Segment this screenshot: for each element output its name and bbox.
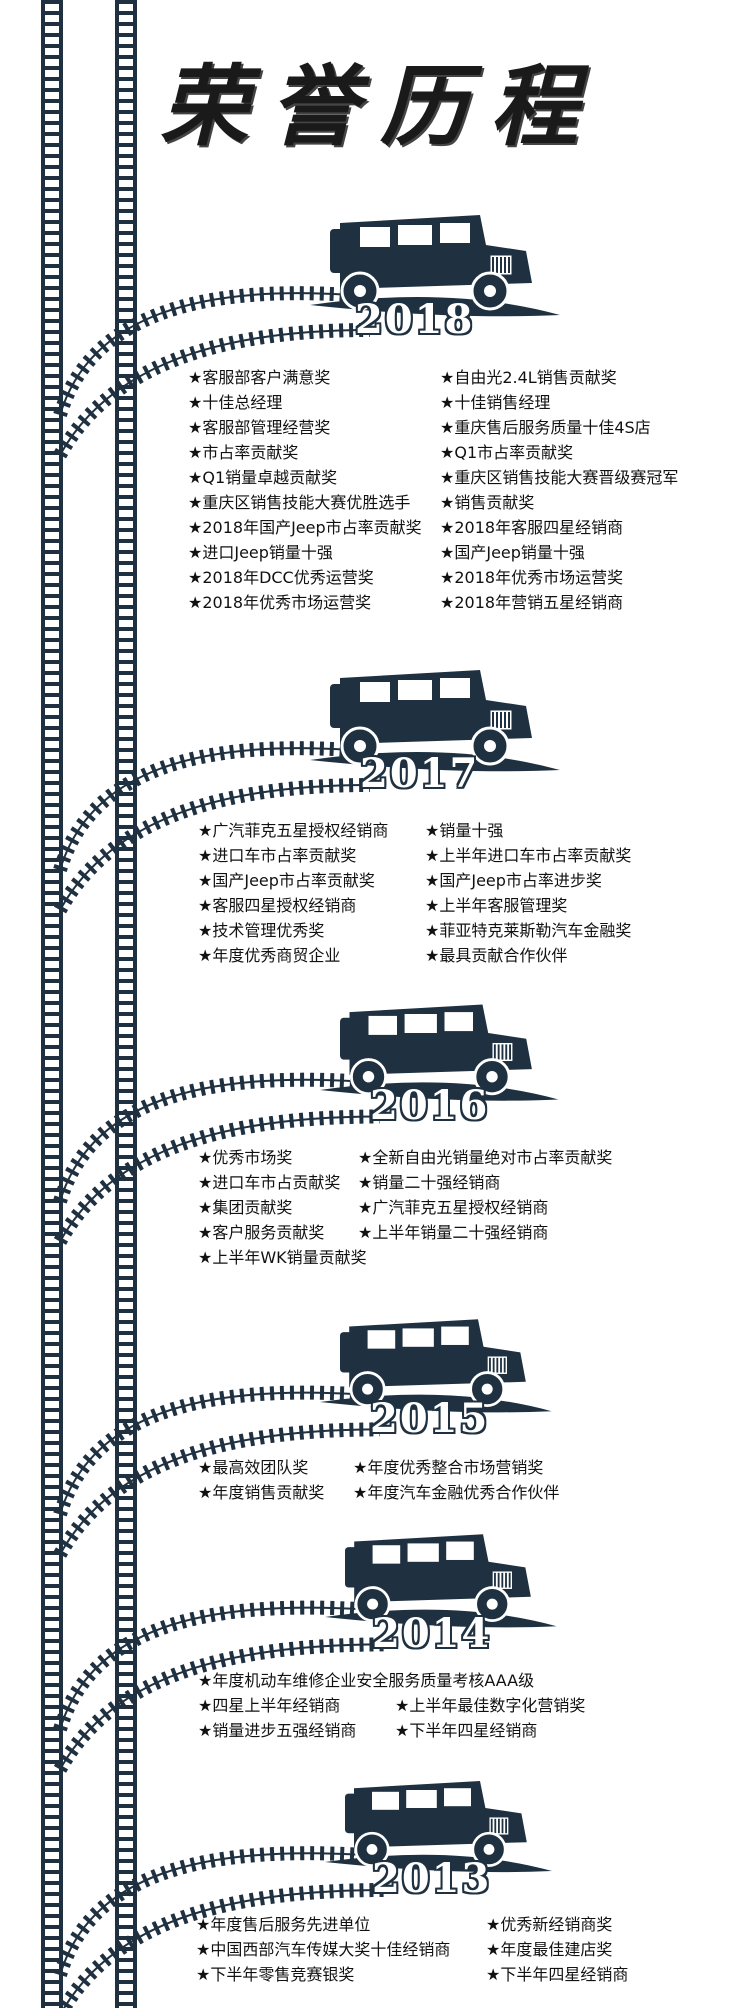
jeep-icon (345, 1781, 527, 1867)
award-item: ★中国西部汽车传媒大奖十佳经销商 (196, 1940, 451, 1959)
award-item: ★2018年营销五星经销商 (440, 593, 624, 612)
curved-tire-track-edge (59, 1643, 386, 1770)
award-column-left: ★年度机动车维修企业安全服务质量考核AAA级 ★四星上半年经销商 ★销量进步五强… (198, 1668, 534, 1743)
award-item (395, 1668, 585, 1693)
award-item: ★Q1市占率贡献奖 (440, 443, 574, 462)
award-item: ★2018年客服四星经销商 (440, 518, 624, 537)
award-item: ★进口车市占贡献奖 (198, 1173, 341, 1192)
award-item: ★年度销售贡献奖 (198, 1483, 325, 1502)
award-item: ★年度售后服务先进单位 (196, 1915, 371, 1934)
year-label: 2015 (370, 1395, 490, 1442)
award-item: ★上半年进口车市占率贡献奖 (425, 846, 632, 865)
award-item: ★上半年WK销量贡献奖 (198, 1248, 367, 1267)
award-item: ★广汽菲克五星授权经销商 (358, 1198, 549, 1217)
award-item: ★全新自由光销量绝对市占率贡献奖 (358, 1148, 613, 1167)
award-item: ★自由光2.4L销售贡献奖 (440, 368, 617, 387)
award-item: ★广汽菲克五星授权经销商 (198, 821, 389, 840)
award-item: ★Q1销量卓越贡献奖 (188, 468, 338, 487)
award-item: ★销量十强 (425, 821, 504, 840)
award-column-right: ★优秀新经销商奖 ★年度最佳建店奖 ★下半年四星经销商 (486, 1912, 628, 1987)
curved-tire-track-edge (59, 1115, 381, 1242)
award-item: ★集团贡献奖 (198, 1198, 293, 1217)
award-item: ★优秀新经销商奖 (486, 1915, 613, 1934)
award-item: ★下半年四星经销商 (486, 1965, 629, 1984)
award-item: ★销量二十强经销商 (358, 1173, 501, 1192)
award-item: ★进口车市占率贡献奖 (198, 846, 357, 865)
award-item: ★最具贡献合作伙伴 (425, 946, 568, 965)
award-column-left: ★最高效团队奖 ★年度销售贡献奖 (198, 1455, 324, 1505)
award-item: ★上半年客服管理奖 (425, 896, 568, 915)
award-item: ★十佳总经理 (188, 393, 283, 412)
award-item: ★2018年优秀市场运营奖 (440, 568, 624, 587)
jeep-icon (345, 1534, 531, 1623)
award-column-right: ★上半年最佳数字化营销奖 ★下半年四星经销商 (395, 1668, 585, 1743)
award-item: ★销量进步五强经销商 (198, 1721, 357, 1740)
year-label: 2017 (360, 750, 480, 797)
curved-tire-track-edge (63, 1889, 386, 2008)
curved-tire-track-edge (59, 292, 351, 416)
curved-tire-track-edge (59, 1078, 361, 1202)
award-column-right: ★自由光2.4L销售贡献奖 ★十佳销售经理 ★重庆售后服务质量十佳4S店 ★Q1… (440, 365, 678, 615)
page-title: 荣誉历程 (160, 54, 601, 158)
award-column-left: ★广汽菲克五星授权经销商 ★进口车市占率贡献奖 ★国产Jeep市占率贡献奖 ★客… (198, 818, 388, 968)
award-item: ★下半年四星经销商 (395, 1721, 538, 1740)
jeep-icon (330, 670, 532, 766)
award-item: ★客服部客户满意奖 (188, 368, 331, 387)
jeep-icon (340, 1004, 532, 1096)
award-item: ★年度机动车维修企业安全服务质量考核AAA级 (198, 1671, 535, 1690)
award-item: ★2018年国产Jeep市占率贡献奖 (188, 518, 422, 537)
award-item: ★重庆区销售技能大赛晋级赛冠军 (440, 468, 679, 487)
year-label: 2016 (370, 1082, 490, 1129)
award-item: ★四星上半年经销商 (198, 1696, 341, 1715)
award-item: ★市占率贡献奖 (188, 443, 299, 462)
award-item: ★年度汽车金融优秀合作伙伴 (353, 1483, 560, 1502)
award-item: ★最高效团队奖 (198, 1458, 309, 1477)
curved-tire-track-edge (59, 1852, 366, 1976)
award-column-left: ★优秀市场奖 ★进口车市占贡献奖 ★集团贡献奖 ★客户服务贡献奖 ★上半年WK销… (198, 1145, 367, 1270)
year-label: 2013 (372, 1855, 492, 1902)
award-item: ★国产Jeep销量十强 (440, 543, 585, 562)
award-item: ★进口Jeep销量十强 (188, 543, 333, 562)
curved-tire-track-edge (59, 747, 351, 871)
award-item: ★2018年优秀市场运营奖 (188, 593, 372, 612)
award-item: ★下半年零售竞赛银奖 (196, 1965, 355, 1984)
award-item: ★年度优秀商贸企业 (198, 946, 341, 965)
award-item: ★年度最佳建店奖 (486, 1940, 613, 1959)
award-item: ★客服部管理经营奖 (188, 418, 331, 437)
award-column-left: ★年度售后服务先进单位 ★中国西部汽车传媒大奖十佳经销商 ★下半年零售竞赛银奖 (196, 1912, 450, 1987)
curved-tire-track-edge (59, 1606, 366, 1730)
award-item: ★年度优秀整合市场营销奖 (353, 1458, 544, 1477)
curved-tire-track-edge (59, 1391, 361, 1515)
award-column-right: ★全新自由光销量绝对市占率贡献奖 ★销量二十强经销商 ★广汽菲克五星授权经销商 … (358, 1145, 612, 1245)
award-item: ★客服四星授权经销商 (198, 896, 357, 915)
award-item: ★技术管理优秀奖 (198, 921, 325, 940)
curved-tire-track-edge (59, 784, 371, 911)
award-item: ★菲亚特克莱斯勒汽车金融奖 (425, 921, 632, 940)
award-column-right: ★销量十强 ★上半年进口车市占率贡献奖 ★国产Jeep市占率进步奖 ★上半年客服… (425, 818, 631, 968)
award-item: ★国产Jeep市占率进步奖 (425, 871, 602, 890)
award-item: ★十佳销售经理 (440, 393, 551, 412)
award-item: ★优秀市场奖 (198, 1148, 293, 1167)
award-item: ★2018年DCC优秀运营奖 (188, 568, 374, 587)
curved-tire-track-edge (59, 1428, 381, 1555)
jeep-icon (340, 1319, 526, 1408)
award-item: ★重庆区销售技能大赛优胜选手 (188, 493, 411, 512)
award-item: ★销售贡献奖 (440, 493, 535, 512)
award-item: ★重庆售后服务质量十佳4S店 (440, 418, 651, 437)
award-item: ★上半年最佳数字化营销奖 (395, 1696, 586, 1715)
award-item: ★上半年销量二十强经销商 (358, 1223, 549, 1242)
jeep-icon (330, 215, 532, 311)
award-column-left: ★客服部客户满意奖 ★十佳总经理 ★客服部管理经营奖 ★市占率贡献奖 ★Q1销量… (188, 365, 422, 615)
award-item: ★客户服务贡献奖 (198, 1223, 325, 1242)
award-item: ★国产Jeep市占率贡献奖 (198, 871, 375, 890)
curved-tire-track-edge (59, 329, 371, 456)
year-label: 2018 (355, 296, 475, 343)
award-column-right: ★年度优秀整合市场营销奖 ★年度汽车金融优秀合作伙伴 (353, 1455, 559, 1505)
year-label: 2014 (372, 1610, 492, 1657)
